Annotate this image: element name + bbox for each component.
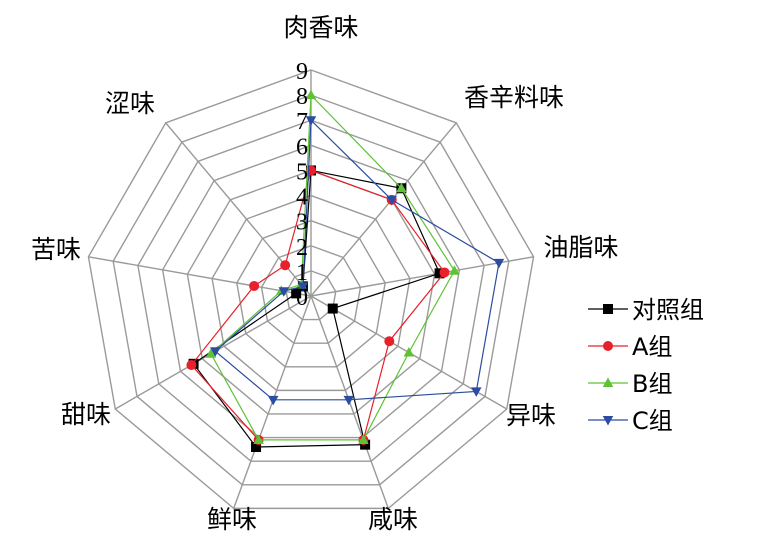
axis-label-5: 鲜味 [207, 505, 257, 534]
tick-label-1: 1 [296, 260, 308, 286]
series-3-point-1 [386, 195, 397, 206]
grid-ring-3 [236, 219, 386, 368]
series-1-point-8 [280, 260, 291, 271]
series-line-0 [192, 169, 441, 448]
legend-label-2: B组 [632, 370, 672, 398]
series-0-point-2 [434, 268, 445, 279]
series-0-point-7 [291, 288, 302, 299]
series-line-2 [210, 93, 456, 441]
series-2-point-2 [449, 265, 460, 275]
series-1-point-2 [439, 267, 450, 278]
tick-label-4: 4 [296, 185, 308, 211]
legend-marker-3 [602, 416, 614, 426]
grid-ring-6 [161, 144, 461, 439]
series-1-point-6 [186, 360, 197, 371]
axis-label-4: 咸味 [368, 505, 418, 534]
series-2-point-1 [396, 182, 407, 193]
series-0-point-4 [360, 439, 371, 450]
tick-label-5: 5 [296, 159, 308, 185]
series-2-point-6 [205, 348, 217, 358]
series-2-point-4 [358, 434, 369, 444]
grid-ring-4 [211, 194, 411, 392]
tick-label-2: 2 [296, 235, 308, 261]
series-1-point-7 [249, 280, 260, 291]
axis-label-6: 甜味 [61, 400, 111, 429]
axis-label-0: 肉香味 [283, 13, 358, 42]
grid-ring-5 [186, 169, 436, 415]
tick-label-7: 7 [296, 109, 308, 135]
tick-label-6: 6 [296, 134, 308, 160]
series-2-point-0 [305, 89, 317, 100]
axis-label-8: 涩味 [105, 89, 155, 118]
legend-marker-2 [602, 377, 614, 387]
tick-label-8: 8 [296, 84, 308, 110]
grid-ring-7 [137, 119, 485, 462]
axis-spoke-8 [165, 122, 312, 297]
series-3-point-0 [305, 116, 317, 126]
series-1-point-3 [384, 336, 395, 347]
series-2-point-3 [403, 347, 415, 357]
axis-label-3: 异味 [506, 401, 556, 430]
series-3-point-2 [493, 258, 505, 269]
series-0-point-3 [327, 303, 338, 314]
axis-label-2: 油脂味 [543, 233, 618, 262]
series-3-point-6 [210, 347, 221, 357]
axis-spoke-7 [88, 256, 312, 297]
series-line-3 [214, 118, 500, 401]
grid-ring-2 [260, 245, 362, 344]
series-2-point-5 [253, 434, 264, 444]
series-3-point-8 [297, 282, 309, 292]
legend-label-3: C组 [632, 407, 673, 435]
axis-spoke-1 [310, 122, 457, 297]
axis-label-1: 香辛料味 [464, 83, 564, 112]
legend-label-1: A组 [632, 333, 672, 361]
legend-label-0: 对照组 [632, 296, 704, 324]
series-3-point-3 [471, 387, 482, 397]
series-3-point-4 [343, 395, 355, 406]
grid-ring-9 [87, 69, 535, 510]
legend-marker-0 [603, 304, 613, 314]
series-3-point-5 [267, 395, 279, 406]
series-3-point-7 [278, 287, 290, 297]
grid-ring-8 [112, 94, 510, 486]
tick-label-3: 3 [296, 210, 308, 236]
series-0-point-5 [251, 442, 262, 453]
axis-label-7: 苦味 [31, 235, 81, 264]
tick-label-0: 0 [296, 285, 308, 311]
grid-ring-1 [285, 270, 337, 321]
legend-marker-1 [603, 341, 613, 351]
tick-label-9: 9 [296, 59, 308, 85]
